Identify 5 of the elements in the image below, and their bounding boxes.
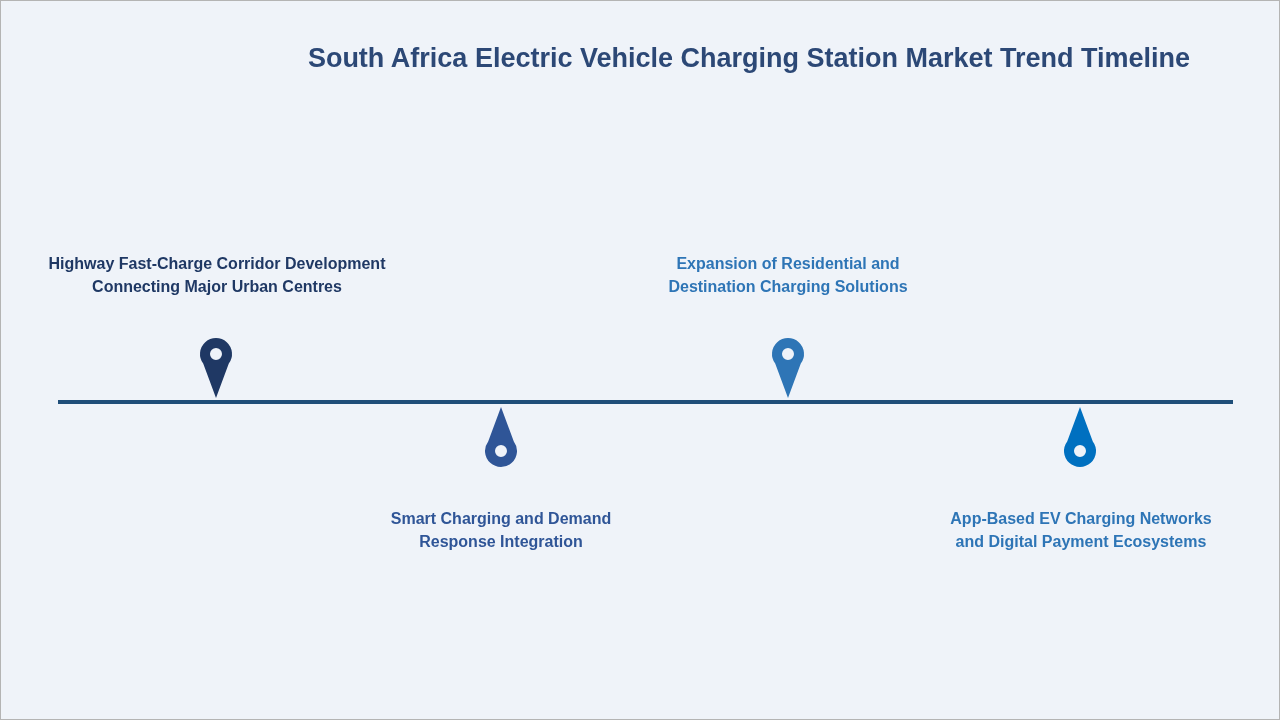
milestone-label: Smart Charging and Demand Response Integration	[389, 509, 613, 552]
milestone-label: App-Based EV Charging Networks and Digital Payment Ecosystems	[949, 509, 1213, 552]
milestone-label: Expansion of Residential and Destination Charging Solutions	[667, 254, 909, 297]
milestone-label: Highway Fast-Charge Corridor Development Connecting Major Urban Centres	[47, 254, 387, 297]
diagram-title: South Africa Electric Vehicle Charging Station Market Trend Timeline	[306, 42, 1192, 75]
